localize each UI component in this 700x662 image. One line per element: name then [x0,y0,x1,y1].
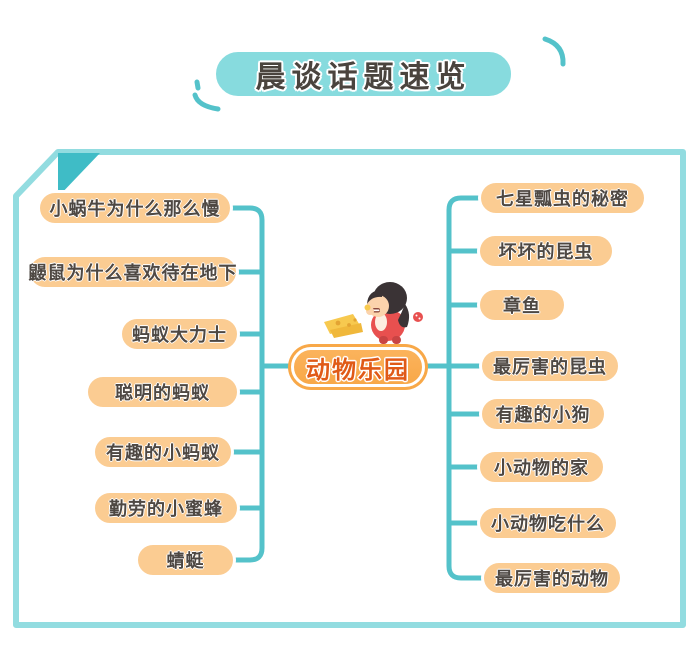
right-branch-label: 最厉害的动物 [495,569,609,590]
right-branch-label: 坏坏的昆虫 [498,242,594,263]
center-node-label: 动物乐园 [306,355,410,384]
left-branch-node: 聪明的蚂蚁 [85,374,240,410]
left-branch-node: 鼹鼠为什么喜欢待在地下 [27,254,239,290]
left-branch-label: 小蜗牛为什么那么慢 [49,199,221,220]
right-branch-label: 章鱼 [503,296,541,317]
left-branch-label: 勤劳的小蜜蜂 [109,499,223,520]
page-title: 晨谈话题速览 [255,60,472,95]
left-branch-label: 蜻蜓 [166,551,205,572]
center-node-inner: 动物乐园 [291,347,425,387]
girl-eating-cheese-icon [324,282,423,344]
right-branch-label: 小动物的家 [494,458,589,479]
right-branch-node: 有趣的小狗 [479,396,607,432]
right-branch-node: 最厉害的动物 [481,560,623,596]
left-branch-label: 聪明的蚂蚁 [115,383,210,404]
right-branch-node: 七星瓢虫的秘密 [478,180,647,216]
left-branch-node: 小蜗牛为什么那么慢 [37,190,233,226]
left-branch-node: 蜻蜓 [135,542,236,578]
cheese-icon [324,314,363,338]
girl-figure [364,282,423,344]
right-branch-node: 章鱼 [477,287,567,323]
left-branch-node: 有趣的小蚂蚁 [92,434,234,470]
right-branch-node: 最厉害的昆虫 [479,348,621,384]
right-branch-label: 七星瓢虫的秘密 [496,189,629,210]
right-branch-node: 坏坏的昆虫 [477,233,615,269]
left-branch-node: 蚂蚁大力士 [119,316,240,352]
left-branch-label: 鼹鼠为什么喜欢待在地下 [28,263,238,284]
left-branch-label: 蚂蚁大力士 [132,325,227,346]
right-branch-label: 小动物吃什么 [491,514,605,535]
right-branch-label: 有趣的小狗 [495,405,591,426]
right-branch-node: 小动物的家 [477,449,606,485]
left-branch-label: 有趣的小蚂蚁 [106,443,220,464]
page-title-badge: 晨谈话题速览 [212,48,515,100]
right-branch-label: 最厉害的昆虫 [493,357,607,378]
left-branch-node: 勤劳的小蜜蜂 [92,490,240,526]
center-node: 动物乐园 [288,344,428,390]
right-branch-node: 小动物吃什么 [477,505,619,541]
